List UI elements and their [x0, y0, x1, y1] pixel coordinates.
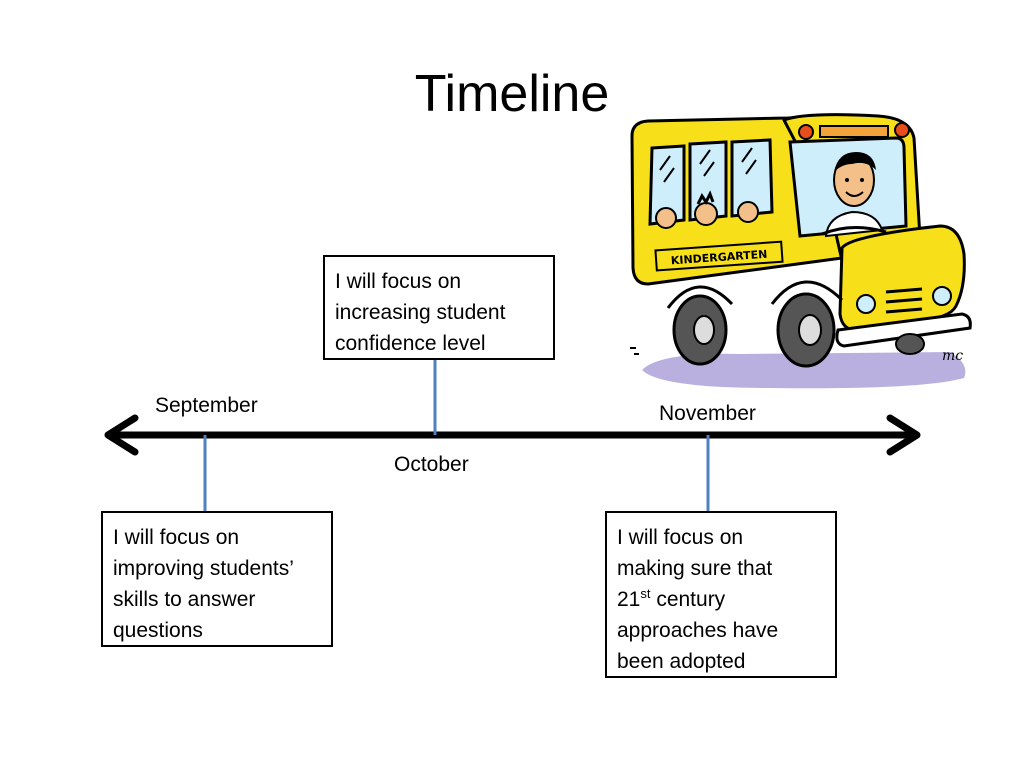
- month-label-november: November: [659, 402, 756, 425]
- passenger-icon: [655, 207, 677, 229]
- destination-panel: [819, 125, 889, 138]
- passenger-icon: [694, 202, 718, 226]
- side-window: [648, 144, 686, 226]
- ordinal-number: 21: [617, 588, 641, 611]
- driver-eye: [845, 178, 849, 182]
- roof-light-icon: [894, 122, 910, 138]
- slide-title: Timeline: [414, 65, 610, 123]
- pavement-shadow: [642, 352, 966, 389]
- event-text-line: making sure that: [617, 557, 773, 580]
- event-text-line: questions: [113, 619, 203, 642]
- event-text-line: confidence level: [335, 332, 486, 355]
- window-glare: [659, 147, 757, 183]
- ordinal-suffix: st: [640, 586, 651, 601]
- event-text-line: increasing student: [335, 301, 506, 324]
- steering-wheel-icon: [821, 225, 887, 236]
- month-label-october: October: [394, 453, 469, 476]
- headlight-icon: [856, 294, 876, 314]
- event-text-line: been adopted: [617, 650, 746, 673]
- arrowhead-right: [886, 414, 921, 456]
- school-bus-illustration: KINDERGARTEN mc: [630, 113, 972, 389]
- event-text-line-ordinal: 21st century: [617, 584, 825, 615]
- driver-hair: [834, 152, 876, 172]
- artist-signature: mc: [942, 348, 963, 364]
- headlight-icon: [932, 286, 952, 306]
- wheel-arch: [666, 285, 734, 309]
- event-box-november: I will focus on making sure that 21st ce…: [605, 511, 837, 678]
- roof-light-icon: [798, 124, 814, 140]
- event-text-line: skills to answer: [113, 588, 256, 611]
- arrowhead-left: [104, 414, 139, 456]
- speed-marks: [630, 347, 639, 355]
- grille: [885, 287, 923, 314]
- event-text-line: I will focus on: [335, 270, 462, 293]
- front-bumper: [835, 312, 972, 348]
- kindergarten-sign: [654, 240, 784, 272]
- event-text-line: I will focus on: [113, 526, 240, 549]
- front-wheel-hub: [798, 314, 822, 346]
- event-box-october: I will focus on increasing student confi…: [323, 255, 555, 360]
- event-box-september: I will focus on improving students’ skil…: [101, 511, 333, 647]
- passenger-hair: [696, 190, 715, 205]
- month-label-september: September: [155, 394, 258, 417]
- passenger-icon: [737, 201, 759, 223]
- side-window: [730, 138, 774, 218]
- bus-front: [838, 224, 966, 332]
- event-text-line: I will focus on: [617, 526, 744, 549]
- far-wheel-icon: [895, 333, 925, 355]
- event-text-line: improving students’: [113, 557, 294, 580]
- driver-smile: [845, 191, 864, 197]
- rear-wheel-hub: [693, 315, 715, 345]
- wheel-arch: [770, 280, 844, 305]
- event-text-line: approaches have: [617, 619, 779, 642]
- ordinal-rest: century: [650, 588, 726, 611]
- driver-eye: [860, 178, 864, 182]
